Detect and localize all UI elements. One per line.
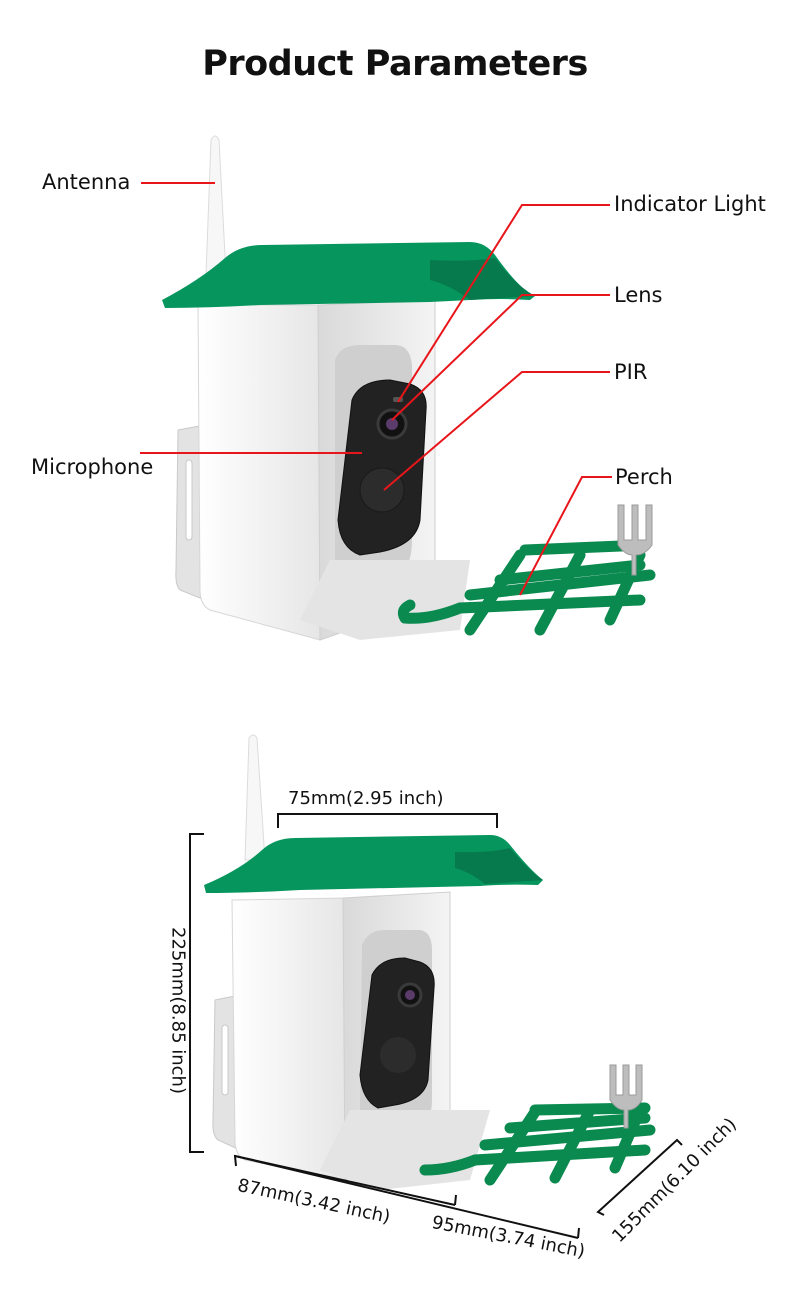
label-perch: Perch: [615, 465, 673, 489]
dimension-height: 225mm(8.85 inch): [167, 927, 189, 1094]
dimension-line-height: [189, 833, 204, 1153]
pir-sensor: [359, 467, 405, 513]
dimension-line-roof-width: [277, 813, 498, 828]
feeder-tray: [320, 1110, 490, 1190]
callout-lines: [140, 182, 612, 596]
dimension-lines: [189, 813, 683, 1239]
roof: [204, 835, 543, 893]
callout-line-perch: [519, 476, 612, 596]
label-indicator-light: Indicator Light: [614, 192, 766, 216]
perch-fork: [609, 1064, 643, 1129]
pir-sensor: [380, 1037, 416, 1073]
feeder-2: [204, 734, 656, 1190]
label-pir: PIR: [614, 360, 648, 384]
label-antenna: Antenna: [42, 170, 131, 194]
antenna-shape: [244, 734, 266, 861]
label-microphone: Microphone: [31, 455, 154, 479]
label-lens: Lens: [614, 283, 663, 307]
callout-line-pir: [383, 371, 610, 491]
camera-body: [359, 957, 435, 1109]
dimension-line-perch-width: [596, 1138, 683, 1216]
page-title: Product Parameters: [202, 44, 588, 84]
dimension-roof-width: 75mm(2.95 inch): [288, 788, 444, 809]
perch-fork: [617, 504, 653, 576]
callout-line-indicator-light: [397, 204, 610, 403]
feeder-body: [197, 304, 321, 641]
callout-line-lens: [391, 294, 610, 421]
antenna-shape: [205, 135, 227, 276]
feeder-body: [231, 897, 346, 1181]
roof: [162, 242, 535, 308]
